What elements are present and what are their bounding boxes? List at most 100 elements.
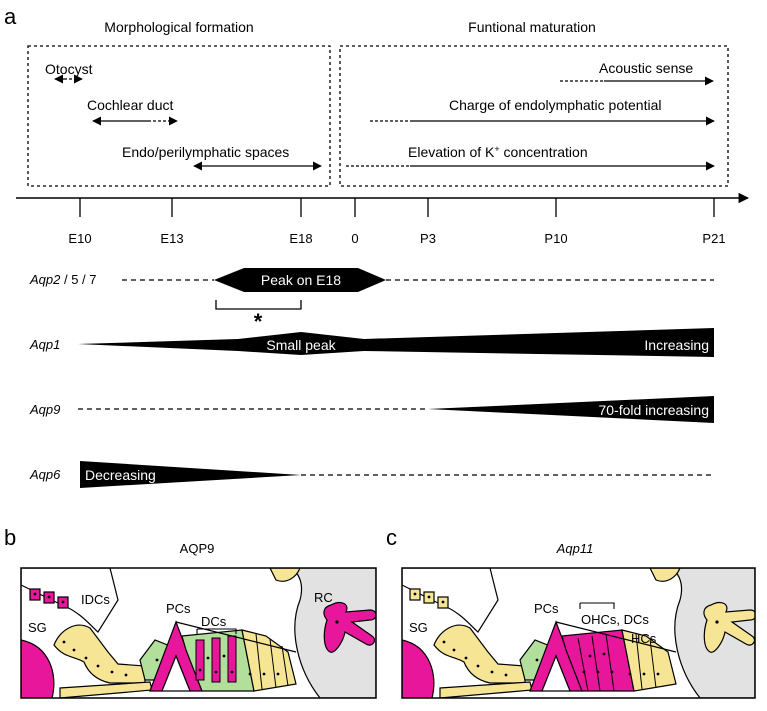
c-idc-nucleus — [441, 600, 445, 604]
c-outer-nucleus — [642, 672, 646, 676]
b-dc-nucleus — [222, 654, 226, 658]
event-acoustic-label: Acoustic sense — [599, 60, 693, 76]
c-ohc-nucleus — [582, 670, 586, 674]
b-idc-nucleus — [33, 592, 37, 596]
b-rc-cell — [323, 602, 376, 653]
gene-aqp9-label: Aqp9 — [29, 402, 60, 417]
b-rc-nucleus — [335, 620, 339, 624]
significance-star: * — [254, 309, 263, 334]
b-outer-nucleus — [248, 672, 252, 676]
panel-b-title: AQP9 — [180, 541, 215, 556]
b-limbus-dot — [72, 648, 76, 652]
tick-label-p10: P10 — [544, 231, 567, 246]
c-rc-nucleus — [715, 620, 719, 624]
c-outer-nucleus — [656, 672, 660, 676]
c-label-ohcs-dcs: OHCs, DCs — [581, 612, 649, 627]
b-dc-magenta-cell — [227, 635, 237, 683]
c-ohc-nucleus — [596, 670, 600, 674]
b-outer-yellow-cells — [241, 629, 297, 692]
tick-label-e18: E18 — [289, 231, 312, 246]
aqp6-expression-shape — [80, 461, 301, 488]
c-limbus-dot — [464, 656, 468, 660]
gene-aqp1-label: Aqp1 — [29, 337, 60, 352]
b-idc-nucleus — [47, 595, 51, 599]
b-tunnel-of-corti — [161, 654, 191, 692]
section-morphological-title: Morphological formation — [104, 19, 253, 35]
c-limbus-dot — [504, 673, 508, 677]
c-label-pcs: PCs — [534, 601, 559, 616]
event-otocyst-label: Otocyst — [45, 61, 93, 77]
b-limbus-dot — [110, 670, 114, 674]
c-tunnel-of-corti — [541, 654, 571, 692]
event-k-elevation: Elevation of K+ concentration — [346, 144, 715, 171]
gene-row-aqp9: Aqp9 70-fold increasing — [29, 396, 714, 423]
significance-bracket — [215, 300, 302, 310]
b-label-rc: RC — [314, 590, 333, 605]
c-limbus-dot — [476, 664, 480, 668]
c-inner-green-nucleus — [535, 658, 539, 662]
c-outer-yellow-cells — [621, 629, 677, 692]
b-outer-nucleus — [262, 672, 266, 676]
b-dc-nucleus — [206, 656, 210, 660]
event-cochlear-duct: Cochlear duct — [87, 97, 178, 126]
b-label-pcs: PCs — [166, 601, 191, 616]
tick-label-0: 0 — [351, 231, 358, 246]
functional-box — [339, 45, 729, 187]
c-ohc-nucleus — [610, 670, 614, 674]
b-outer-cell-border — [255, 633, 263, 690]
b-spiral-limbus — [53, 624, 146, 684]
c-ohc-cell-border — [591, 635, 601, 692]
b-dc-nucleus — [214, 670, 218, 674]
c-reticular-lamina — [555, 621, 677, 653]
b-outer-cell-border — [269, 638, 277, 689]
aqp1-expression-shape — [78, 328, 714, 357]
b-limbus-dot — [62, 640, 66, 644]
timeline-ticks: E10 E13 E18 0 P3 P10 P21 — [68, 198, 726, 246]
b-outer-nucleus — [276, 672, 280, 676]
panel-b-frame — [20, 567, 377, 699]
c-ohc-cell-border — [605, 633, 615, 692]
gene-row-aqp2-5-7: Aqp2 / 5 / 7 Peak on E18 * — [29, 268, 714, 334]
panel-c-frame — [401, 567, 756, 699]
b-limbus-dot — [124, 673, 128, 677]
b-dc-nucleus — [198, 668, 202, 672]
gene-row-aqp6: Aqp6 Decreasing — [29, 461, 714, 488]
panel-c-label: c — [386, 525, 397, 550]
event-charge-label: Charge of endolymphatic potential — [449, 97, 661, 113]
b-outer-cell-border — [281, 645, 289, 687]
gene-aqp2-5-7-label: Aqp2 / 5 / 7 — [29, 272, 97, 287]
morphological-box — [27, 45, 331, 187]
c-label-hcs: HCs — [631, 631, 657, 646]
event-charge-potential: Charge of endolymphatic potential — [370, 97, 715, 126]
panel-a-label: a — [4, 4, 17, 29]
panel-c-diagram: PCs OHCs, DCs HCs SG — [401, 567, 756, 699]
event-k-label: Elevation of K+ concentration — [408, 144, 588, 160]
event-cochlear-duct-label: Cochlear duct — [87, 97, 173, 113]
b-reticular-lamina — [175, 621, 297, 653]
c-rc-cell — [703, 602, 755, 653]
aqp2-peak-label: Peak on E18 — [261, 272, 341, 288]
tick-label-e10: E10 — [68, 231, 91, 246]
gene-row-aqp1: Aqp1 Small peak Increasing — [29, 328, 714, 357]
section-functional-title: Funtional maturation — [468, 19, 596, 35]
b-dc-bracket — [196, 628, 237, 634]
b-limbus-dot — [84, 656, 88, 660]
c-ohc-bracket — [579, 602, 615, 609]
event-otocyst: Otocyst — [45, 61, 93, 84]
c-idc-nucleus — [427, 595, 431, 599]
c-limbus-dot — [442, 640, 446, 644]
b-label-dcs: DCs — [201, 614, 227, 629]
aqp6-decrease-label: Decreasing — [85, 467, 156, 483]
gene-aqp6-label: Aqp6 — [29, 467, 61, 482]
c-spiral-limbus — [433, 624, 526, 684]
event-endo-label: Endo/perilymphatic spaces — [122, 144, 289, 160]
c-label-sg: SG — [409, 620, 428, 635]
b-dc-magenta-cell — [211, 637, 221, 683]
b-limbus-dot — [96, 664, 100, 668]
b-label-idcs: IDCs — [81, 592, 110, 607]
tick-label-p21: P21 — [702, 231, 725, 246]
c-ohc-nucleus — [602, 652, 606, 656]
aqp1-increasing-label: Increasing — [644, 337, 709, 353]
event-endo-perilymphatic: Endo/perilymphatic spaces — [122, 144, 322, 171]
c-outer-nucleus — [628, 672, 632, 676]
